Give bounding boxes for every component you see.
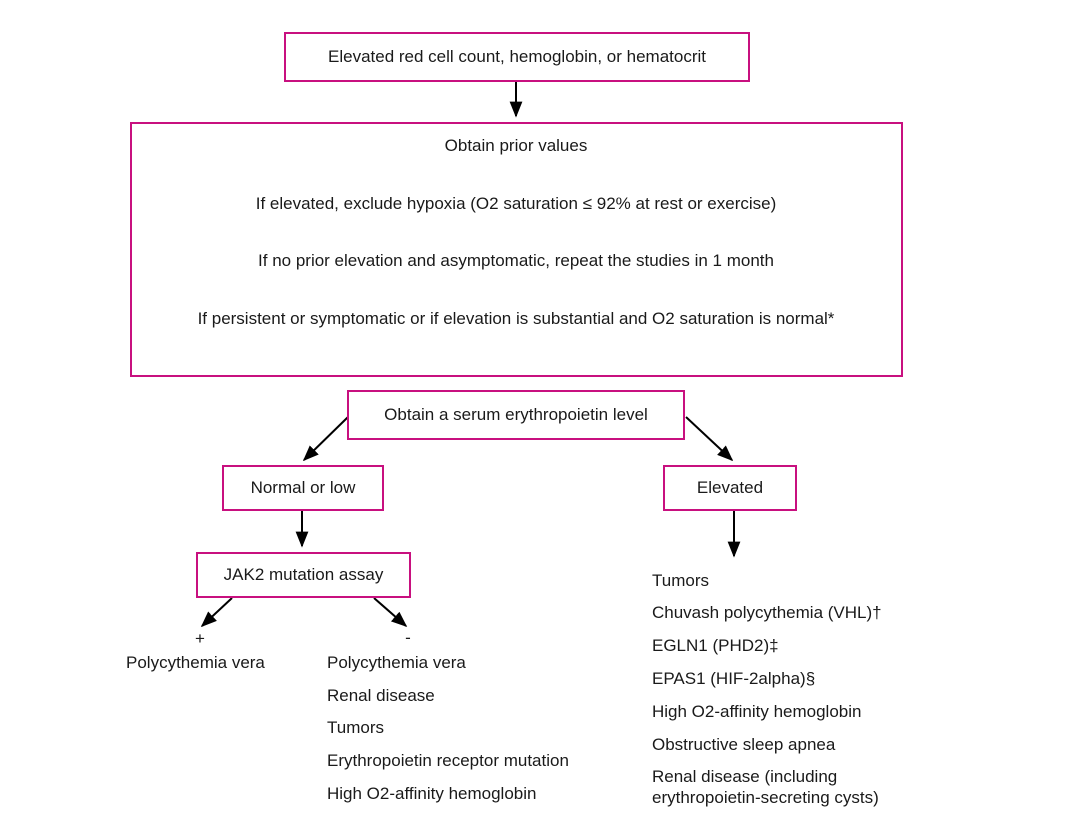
step-exclude-hypoxia: If elevated, exclude hypoxia (O2 saturat… <box>255 194 777 213</box>
jak2-label: JAK2 mutation assay <box>223 565 384 584</box>
negative-result-item: Renal disease <box>327 686 435 705</box>
elevated-cause-item: EPAS1 (HIF-2alpha)§ <box>652 669 816 688</box>
elevated-cause-item: Renal disease (including <box>652 767 838 786</box>
epo-box: Obtain a serum erythropoietin level <box>347 390 685 440</box>
positive-sign: + <box>195 629 205 648</box>
negative-result-item: High O2-affinity hemoglobin <box>327 784 537 803</box>
elevated-cause-item: erythropoietin-secreting cysts) <box>652 788 879 807</box>
arrow-epo-left <box>302 416 349 462</box>
positive-result-item: Polycythemia vera <box>126 653 265 672</box>
step-repeat-studies: If no prior elevation and asymptomatic, … <box>258 251 774 270</box>
negative-sign: - <box>405 628 411 647</box>
arrow-jak2-positive <box>200 597 233 628</box>
elevated-label: Elevated <box>696 478 764 497</box>
top-box-label: Elevated red cell count, hemoglobin, or … <box>328 47 706 66</box>
elevated-box: Elevated <box>663 465 797 511</box>
negative-result-item: Erythropoietin receptor mutation <box>327 751 569 770</box>
arrow-jak2-negative <box>373 597 408 628</box>
normal-low-box: Normal or low <box>222 465 384 511</box>
epo-box-label: Obtain a serum erythropoietin level <box>384 405 648 424</box>
top-box: Elevated red cell count, hemoglobin, or … <box>284 32 750 82</box>
negative-result-item: Tumors <box>327 718 384 737</box>
step-persistent: If persistent or symptomatic or if eleva… <box>197 309 835 328</box>
elevated-cause-item: Chuvash polycythemia (VHL)† <box>652 603 882 622</box>
elevated-cause-item: High O2-affinity hemoglobin <box>652 702 862 721</box>
step-obtain-prior-values: Obtain prior values <box>444 136 588 155</box>
normal-low-label: Normal or low <box>250 478 356 497</box>
elevated-cause-item: Obstructive sleep apnea <box>652 735 836 754</box>
elevated-cause-item: EGLN1 (PHD2)‡ <box>652 636 779 655</box>
arrow-epo-right <box>685 416 734 462</box>
negative-result-item: Polycythemia vera <box>327 653 466 672</box>
elevated-cause-item: Tumors <box>652 571 709 590</box>
jak2-box: JAK2 mutation assay <box>196 552 411 598</box>
workup-box <box>130 122 903 377</box>
